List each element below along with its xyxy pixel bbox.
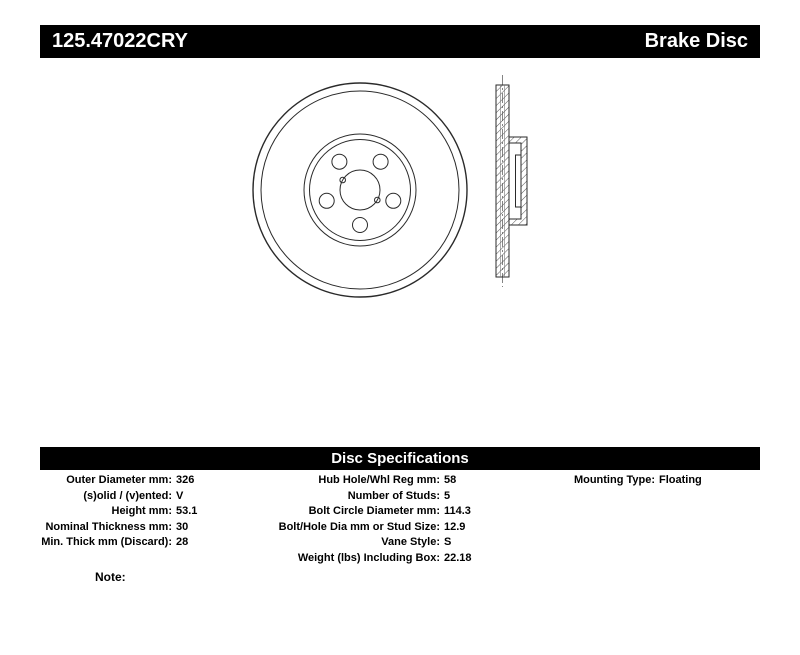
hub-pilot	[515, 154, 521, 208]
spec-label: Bolt Circle Diameter mm:	[308, 505, 440, 517]
spec-label: Mounting Type:	[573, 474, 655, 486]
spec-row: Nominal Thickness mm: 30	[40, 520, 197, 536]
title-bar: 125.47022CRY Brake Disc	[40, 25, 760, 58]
stud-holes	[318, 153, 402, 233]
spec-value: S	[444, 536, 452, 548]
part-number: 125.47022CRY	[52, 30, 189, 52]
spec-row: Vane Style: S	[260, 535, 472, 551]
spec-row: Bolt/Hole Dia mm or Stud Size: 12.9	[260, 520, 472, 536]
spec-value: Floating	[659, 474, 702, 486]
product-type: Brake Disc	[644, 30, 748, 52]
spec-value: 5	[444, 489, 451, 502]
spec-section-header: Disc Specifications	[40, 447, 760, 470]
brake-disc-front-view-drawing	[252, 82, 468, 298]
spec-row: Height mm: 53.1	[40, 504, 198, 520]
spec-row: Outer Diameter mm: 326	[40, 473, 197, 489]
spec-label: Outer Diameter mm:	[66, 474, 172, 486]
spec-label: Vane Style:	[381, 536, 440, 548]
spec-value: 28	[176, 536, 189, 548]
spec-label: Hub Hole/Whl Reg mm:	[318, 474, 440, 486]
spec-row: Mounting Type: Floating	[555, 473, 702, 489]
spec-column-middle: Hub Hole/Whl Reg mm: 58 Number of Studs:…	[260, 473, 472, 566]
spec-value: 53.1	[176, 505, 198, 517]
brake-disc-side-view-drawing	[495, 75, 528, 287]
spec-label: (s)olid / (v)ented:	[83, 489, 172, 502]
spec-value: 22.18	[444, 551, 472, 564]
spec-row: Min. Thick mm (Discard): 28	[40, 535, 197, 551]
spec-row: Weight (lbs) Including Box: 22.18	[260, 551, 472, 567]
spec-column-left: Outer Diameter mm: 326 (s)olid / (v)ente…	[40, 473, 197, 551]
spec-label: Nominal Thickness mm:	[45, 520, 172, 533]
register-hole	[374, 196, 381, 204]
spec-value: 58	[444, 474, 457, 486]
spec-label: Number of Studs:	[347, 489, 440, 502]
spec-row: Hub Hole/Whl Reg mm: 58	[260, 473, 472, 489]
register-hole	[339, 176, 347, 184]
spec-section-title: Disc Specifications	[331, 450, 469, 467]
spec-label: Weight (lbs) Including Box:	[297, 551, 440, 564]
spec-row: (s)olid / (v)ented: V	[40, 489, 197, 505]
spec-value: 326	[176, 474, 195, 486]
spec-value: 30	[176, 520, 189, 533]
spec-column-right: Mounting Type: Floating	[555, 473, 702, 489]
spec-row: Bolt Circle Diameter mm: 114.3	[260, 504, 472, 520]
technical-drawing	[252, 75, 528, 298]
spec-label: Height mm:	[111, 505, 173, 517]
spec-label: Min. Thick mm (Discard):	[41, 536, 172, 548]
note-label: Note:	[95, 570, 126, 584]
spec-row: Number of Studs: 5	[260, 489, 472, 505]
spec-value: V	[176, 489, 184, 502]
hat-section	[508, 136, 528, 226]
center-hole	[339, 169, 381, 211]
spec-value: 12.9	[444, 520, 466, 533]
spec-label: Bolt/Hole Dia mm or Stud Size:	[278, 520, 440, 533]
spec-value: 114.3	[444, 505, 471, 517]
